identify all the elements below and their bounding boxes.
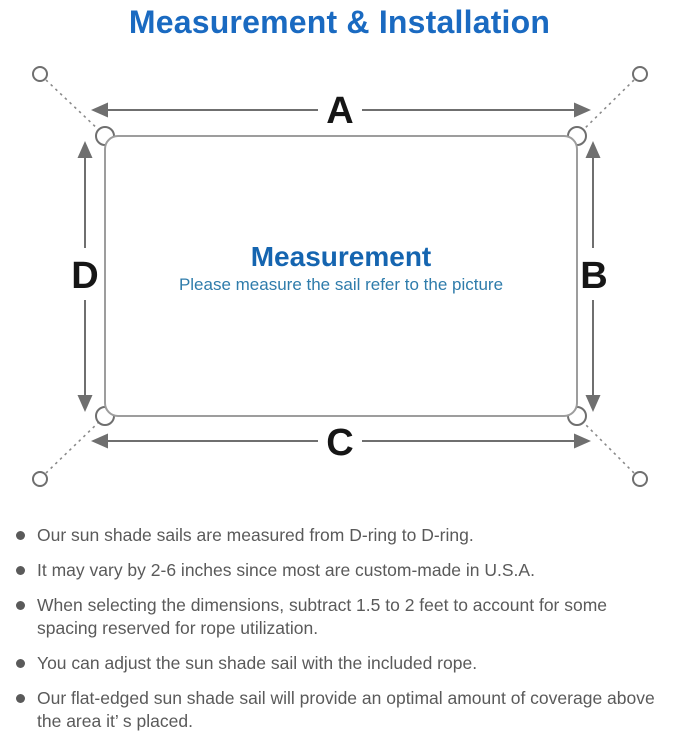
tether-line-bottom-right [580, 419, 635, 474]
arrow-d-top-head [77, 141, 93, 158]
note-text: Our sun shade sails are measured from D-… [37, 525, 474, 545]
dimension-label-b: B [580, 255, 607, 297]
arrow-b-top-head [585, 141, 601, 158]
arrow-a-right-head [574, 102, 591, 118]
arrow-a-left-head [91, 102, 108, 118]
note-text: You can adjust the sun shade sail with t… [37, 653, 478, 673]
anchor-point-top-left [32, 66, 48, 82]
anchor-point-bottom-right [632, 471, 648, 487]
dimension-label-a: A [326, 90, 353, 132]
list-item: When selecting the dimensions, subtract … [16, 594, 667, 640]
arrow-c-left-head [91, 433, 108, 449]
bullet-icon [16, 601, 25, 610]
bullet-icon [16, 659, 25, 668]
bullet-icon [16, 566, 25, 575]
anchor-point-top-right [632, 66, 648, 82]
list-item: Our sun shade sails are measured from D-… [16, 524, 667, 547]
diagram-center-subtitle: Please measure the sail refer to the pic… [179, 275, 503, 294]
bullet-icon [16, 531, 25, 540]
dimension-label-c: C [326, 422, 353, 464]
anchor-point-bottom-left [32, 471, 48, 487]
arrow-c-right-head [574, 433, 591, 449]
note-text: It may vary by 2-6 inches since most are… [37, 560, 535, 580]
list-item: Our flat-edged sun shade sail will provi… [16, 687, 667, 733]
note-text: Our flat-edged sun shade sail will provi… [37, 688, 655, 731]
sail-rectangle [104, 135, 578, 417]
bullet-icon [16, 694, 25, 703]
tether-line-top-right [580, 79, 635, 133]
measurement-diagram: A C D B Measurement Please measure the s… [32, 66, 648, 487]
list-item: It may vary by 2-6 inches since most are… [16, 559, 667, 582]
tether-line-top-left [45, 79, 102, 133]
diagram-center-heading: Measurement [251, 241, 432, 272]
notes-list: Our sun shade sails are measured from D-… [0, 516, 679, 733]
arrow-b-bottom-head [585, 395, 601, 412]
dimension-label-d: D [71, 255, 98, 297]
page-title: Measurement & Installation [128, 4, 551, 40]
list-item: You can adjust the sun shade sail with t… [16, 652, 667, 675]
arrow-d-bottom-head [77, 395, 93, 412]
note-text: When selecting the dimensions, subtract … [37, 595, 608, 638]
tether-line-bottom-left [45, 419, 102, 474]
